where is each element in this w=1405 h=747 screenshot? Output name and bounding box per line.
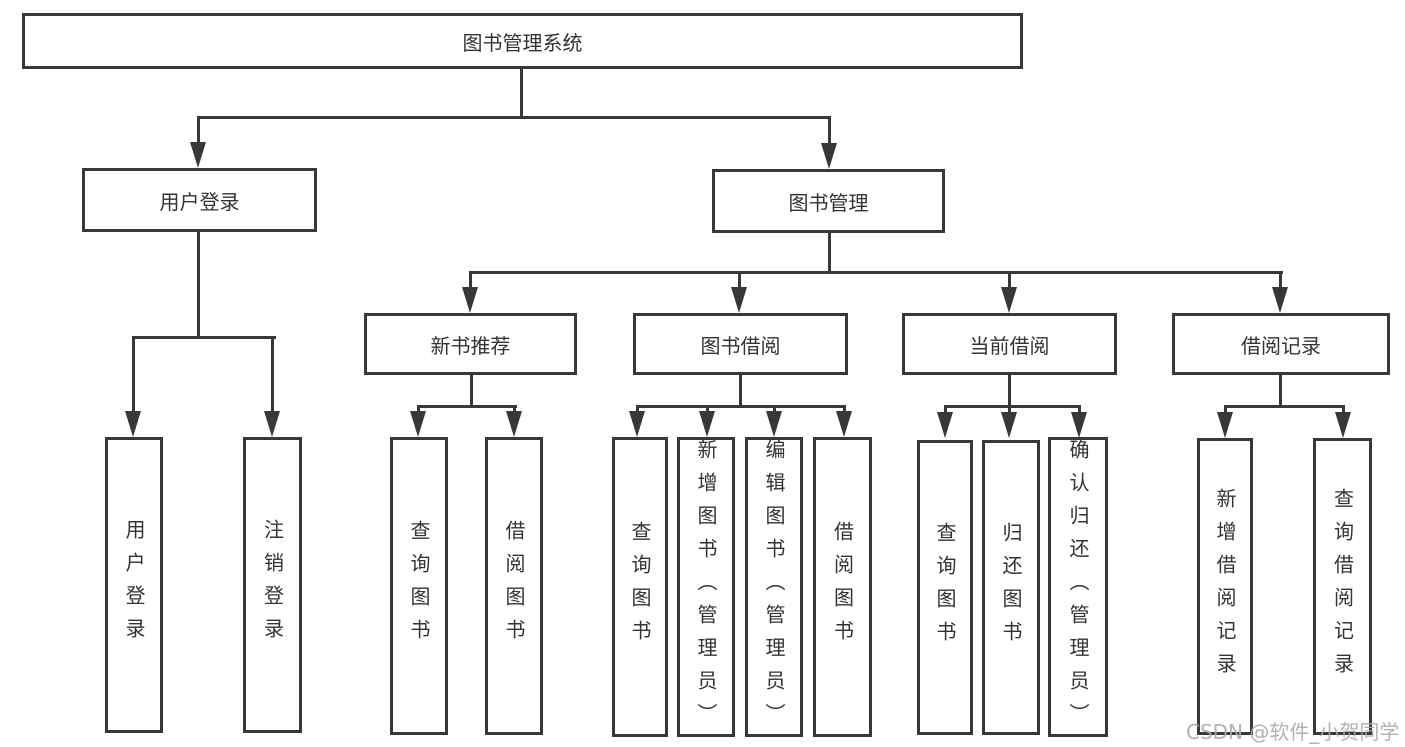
leaf-logout: 注销登录 — [243, 437, 302, 733]
arrowhead-down-icon — [264, 411, 280, 437]
connector-line — [773, 405, 776, 415]
leaf-query-book-current: 查询图书 — [917, 440, 973, 735]
node-current-borrowing: 当前借阅 — [902, 313, 1117, 375]
leaf-query-book-borrowing: 查询图书 — [612, 437, 668, 737]
arrowhead-down-icon — [731, 287, 747, 313]
connector-line — [197, 116, 200, 146]
node-book-borrowing: 图书借阅 — [633, 313, 848, 375]
arrowhead-down-icon — [1001, 412, 1017, 438]
connector-line — [944, 405, 947, 415]
node-label: 借阅图书 — [830, 521, 855, 653]
arrowhead-down-icon — [506, 411, 522, 437]
connector-line — [1008, 375, 1011, 408]
connector-line — [738, 271, 741, 291]
connector-line — [520, 69, 523, 119]
arrowhead-down-icon — [821, 143, 837, 169]
connector-line — [469, 271, 1283, 274]
connector-line — [271, 336, 274, 414]
node-label: 编辑图书（管理员） — [762, 438, 786, 736]
connector-line — [944, 405, 1081, 408]
csdn-watermark: CSDN @软件_小贺同学 — [1186, 720, 1400, 744]
connector-line — [1342, 405, 1345, 415]
arrowhead-down-icon — [1071, 412, 1087, 438]
node-label: 注销登录 — [260, 519, 285, 651]
connector-line — [1078, 405, 1081, 415]
connector-line — [1008, 271, 1011, 291]
leaf-add-book-admin: 新增图书（管理员） — [677, 437, 735, 737]
node-label: 借阅图书 — [502, 520, 526, 652]
arrowhead-down-icon — [766, 411, 782, 437]
leaf-return-book: 归还图书 — [982, 440, 1040, 735]
node-label: 借阅记录 — [1241, 333, 1321, 358]
connector-line — [197, 116, 831, 119]
connector-line — [197, 232, 200, 339]
node-root-library-system: 图书管理系统 — [22, 13, 1023, 69]
node-label: 确认归还（管理员） — [1066, 438, 1090, 736]
arrowhead-down-icon — [190, 142, 206, 168]
node-borrowing-records: 借阅记录 — [1172, 313, 1390, 375]
node-label: 查询图书 — [933, 521, 957, 654]
node-label: 归还图书 — [999, 521, 1023, 654]
leaf-borrow-book-recommend: 借阅图书 — [485, 437, 543, 735]
arrowhead-down-icon — [629, 411, 645, 437]
arrowhead-down-icon — [1335, 412, 1351, 438]
connector-line — [1279, 375, 1282, 408]
arrowhead-down-icon — [1272, 287, 1288, 313]
node-label: 图书管理系统 — [462, 30, 583, 55]
connector-line — [417, 405, 420, 415]
connector-line — [1224, 405, 1345, 408]
node-label: 查询图书 — [407, 520, 431, 652]
node-label: 查询借阅记录 — [1330, 487, 1355, 686]
connector-line — [636, 405, 846, 408]
leaf-query-book-recommend: 查询图书 — [390, 437, 448, 735]
arrowhead-down-icon — [836, 411, 852, 437]
connector-line — [132, 336, 135, 414]
arrowhead-down-icon — [937, 412, 953, 438]
node-label: 新增图书（管理员） — [694, 438, 718, 736]
node-label: 图书管理 — [788, 190, 869, 215]
leaf-user-login: 用户登录 — [105, 437, 163, 733]
node-label: 新增借阅记录 — [1213, 487, 1237, 686]
node-user-login-branch: 用户登录 — [82, 168, 317, 232]
connector-line — [1279, 271, 1282, 291]
connector-line — [636, 405, 639, 415]
connector-line — [417, 405, 517, 408]
leaf-add-borrow-record: 新增借阅记录 — [1197, 438, 1253, 735]
leaf-edit-book-admin: 编辑图书（管理员） — [745, 437, 803, 737]
connector-line — [843, 405, 846, 415]
arrowhead-down-icon — [699, 411, 715, 437]
connector-line — [132, 336, 276, 339]
arrowhead-down-icon — [1001, 287, 1017, 313]
connector-line — [739, 375, 742, 408]
arrowhead-down-icon — [125, 411, 141, 437]
arrowhead-down-icon — [462, 287, 478, 313]
arrowhead-down-icon — [410, 411, 426, 437]
connector-line — [470, 375, 473, 408]
node-label: 用户登录 — [122, 519, 146, 651]
connector-line — [469, 271, 472, 291]
connector-line — [706, 405, 709, 415]
node-label: 新书推荐 — [430, 333, 511, 358]
leaf-query-borrow-record: 查询借阅记录 — [1313, 438, 1372, 735]
connector-line — [1224, 405, 1227, 415]
leaf-borrow-book: 借阅图书 — [813, 437, 872, 737]
node-label: 图书借阅 — [700, 333, 781, 358]
node-new-book-recommend: 新书推荐 — [364, 313, 577, 375]
node-label: 查询图书 — [628, 521, 652, 653]
node-label: 用户登录 — [159, 189, 240, 214]
connector-line — [828, 233, 831, 274]
connector-line — [1008, 405, 1011, 415]
leaf-confirm-return-admin: 确认归还（管理员） — [1048, 437, 1108, 737]
arrowhead-down-icon — [1217, 412, 1233, 438]
connector-line — [828, 116, 831, 146]
node-book-management-branch: 图书管理 — [712, 169, 945, 233]
connector-line — [513, 405, 516, 415]
node-label: 当前借阅 — [969, 333, 1050, 358]
